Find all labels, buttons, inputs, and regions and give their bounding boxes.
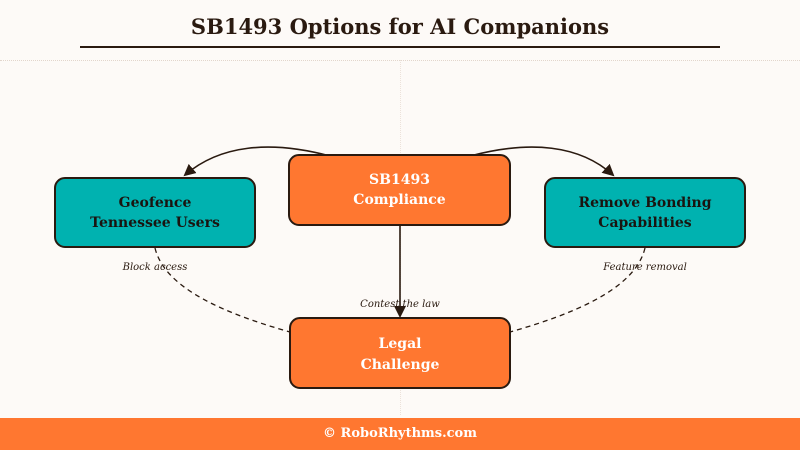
edge-geofence-to-legal: [154, 247, 291, 333]
edge-label-block-access: Block access: [122, 262, 188, 273]
edge-compliance-to-geofence: [183, 146, 331, 177]
edge-label-feature-removal: Feature removal: [602, 262, 687, 273]
title-underline: [80, 46, 720, 48]
node-compliance: SB1493 Compliance: [288, 154, 511, 226]
node-geofence-line2: Tennessee Users: [90, 215, 220, 231]
footer-copyright: © RoboRhythms.com: [0, 418, 800, 450]
edge-label-contest: Contest the law: [360, 299, 440, 310]
node-geofence: Geofence Tennessee Users: [54, 177, 256, 248]
edge-compliance-to-remove: [469, 146, 615, 177]
node-remove-bonding: Remove Bonding Capabilities: [544, 177, 746, 248]
node-geofence-line1: Geofence: [119, 195, 192, 211]
node-compliance-line2: Compliance: [353, 192, 445, 208]
node-compliance-line1: SB1493: [369, 172, 430, 188]
node-legal-line1: Legal: [379, 336, 422, 352]
page-title: SB1493 Options for AI Companions: [190, 14, 610, 39]
node-legal-challenge: Legal Challenge: [289, 317, 511, 389]
node-legal-line2: Challenge: [361, 357, 440, 373]
node-remove-line2: Capabilities: [598, 215, 692, 231]
node-remove-line1: Remove Bonding: [578, 195, 711, 211]
edge-remove-to-legal: [509, 247, 646, 333]
